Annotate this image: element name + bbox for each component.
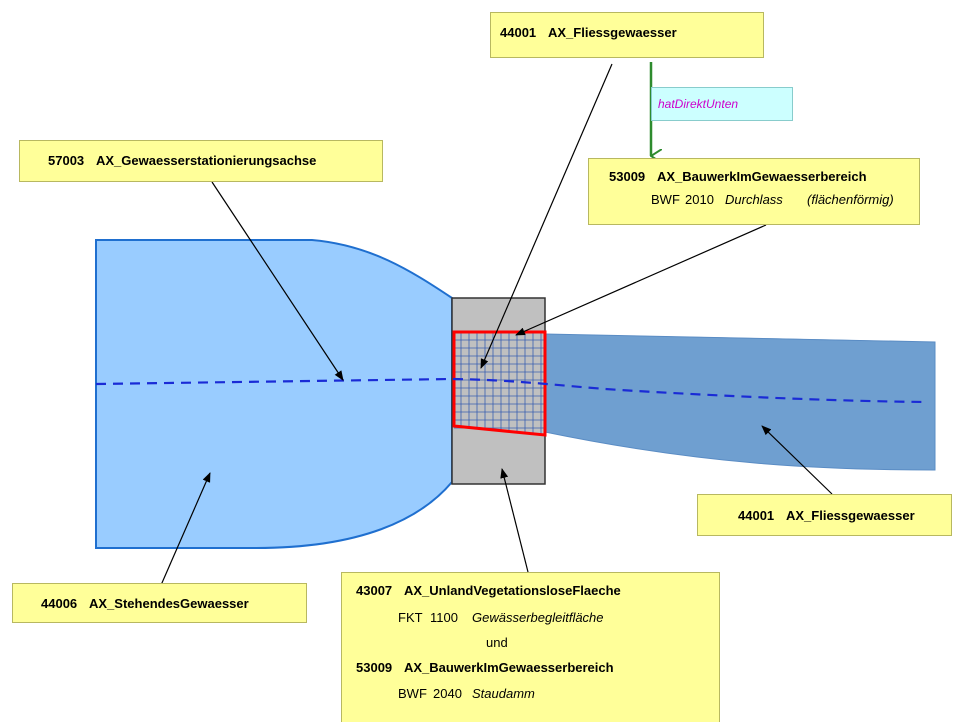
lake-area xyxy=(95,239,453,549)
label-code: 57003 xyxy=(48,153,85,168)
leader-bauwerk-top xyxy=(515,224,767,336)
label-name: AX_Gewaesserstationierungsachse xyxy=(96,153,317,168)
leader-stationierung xyxy=(211,181,344,381)
label-line5-value: 2040 xyxy=(433,686,462,701)
label-stationierungsachse: 57003 AX_Gewaesserstationierungsachse xyxy=(19,140,383,182)
leader-unland xyxy=(500,468,529,573)
leader-fliess-top xyxy=(480,63,613,369)
label-extra: (flächenförmig) xyxy=(807,192,894,207)
label-line2-value: 1100 xyxy=(430,610,458,625)
label-name: AX_StehendesGewaesser xyxy=(89,596,249,611)
label-line4-name: AX_BauwerkImGewaesserbereich xyxy=(404,660,614,675)
label-name: AX_Fliessgewaesser xyxy=(548,25,677,40)
culvert-outline xyxy=(452,330,547,437)
label-value-text: Durchlass xyxy=(725,192,783,207)
leader-stehendes xyxy=(157,472,211,593)
label-code: 53009 xyxy=(609,169,646,184)
label-line2-attr: FKT xyxy=(398,610,423,625)
label-line4-code: 53009 xyxy=(356,660,393,675)
label-line1-name: AX_UnlandVegetationsloseFlaeche xyxy=(404,583,621,598)
river-area xyxy=(544,333,936,471)
label-line2-text: Gewässerbegleitfläche xyxy=(472,610,604,625)
label-line5-text: Staudamm xyxy=(472,686,535,701)
label-attr: BWF xyxy=(651,192,680,207)
label-name: AX_BauwerkImGewaesserbereich xyxy=(657,169,867,184)
station-axis-line xyxy=(95,377,926,404)
label-value: 2010 xyxy=(685,192,714,207)
label-code: 44006 xyxy=(41,596,78,611)
label-bauwerk-top: 53009 AX_BauwerkImGewaesserbereich BWF 2… xyxy=(588,158,920,225)
label-fliessgewaesser-top: 44001 AX_Fliessgewaesser xyxy=(490,12,764,58)
relation-label-box: hatDirektUnten xyxy=(651,87,793,121)
label-code: 44001 xyxy=(500,25,537,40)
label-stehendes: 44006 AX_StehendesGewaesser xyxy=(12,583,307,623)
leader-fliess-right xyxy=(761,425,833,495)
label-name: AX_Fliessgewaesser xyxy=(786,508,915,523)
label-fliessgewaesser-right: 44001 AX_Fliessgewaesser xyxy=(697,494,952,536)
label-line5-attr: BWF xyxy=(398,686,427,701)
label-line1-code: 43007 xyxy=(356,583,393,598)
label-unland-bottom: 43007 AX_UnlandVegetationsloseFlaeche FK… xyxy=(341,572,720,722)
label-connector: und xyxy=(486,635,508,650)
label-code: 44001 xyxy=(738,508,775,523)
relation-label: hatDirektUnten xyxy=(658,97,739,111)
